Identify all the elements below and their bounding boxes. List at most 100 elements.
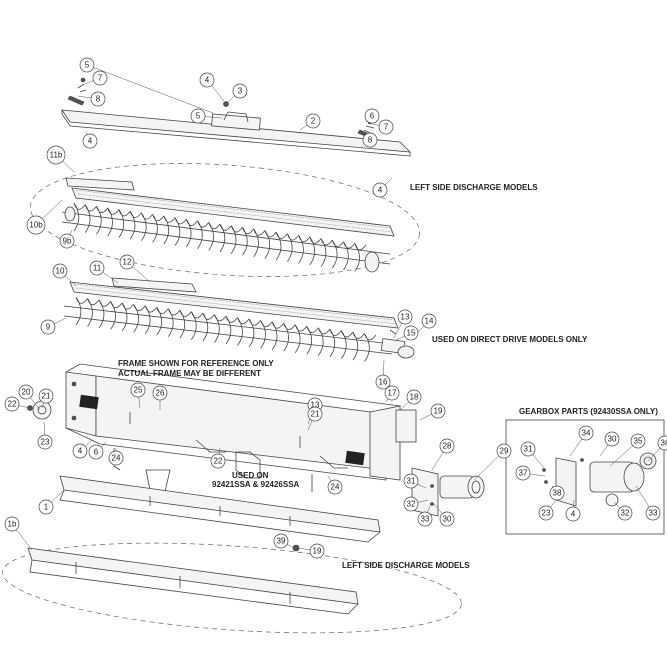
callout-label: 12: [123, 258, 132, 267]
callout-label: 28: [443, 442, 452, 451]
callout-24: 24: [108, 450, 124, 466]
callout-label: 8: [368, 136, 373, 145]
used-on-bracket: [235, 451, 261, 479]
callout-bubble: [190, 108, 206, 124]
callout-4: 4: [82, 133, 98, 149]
callout-label: 16: [379, 378, 388, 387]
callout-19: 19: [430, 403, 446, 419]
callout-label: 33: [649, 509, 658, 518]
callout-22: 22: [210, 453, 226, 469]
callout-label: 17: [388, 389, 397, 398]
notes: LEFT SIDE DISCHARGE MODELS USED ON DIREC…: [118, 183, 658, 570]
callout-bubble: [403, 325, 419, 341]
leader-line: [86, 64, 214, 114]
callout-28: 28: [439, 438, 455, 454]
callout-bubble: [430, 403, 446, 419]
callout-bubble: [657, 435, 667, 451]
callout-4: 4: [199, 72, 215, 88]
callout-label: 38: [553, 489, 562, 498]
callout-bubble: [496, 443, 512, 459]
callout-bubble: [130, 382, 146, 398]
callout-bubble: [4, 516, 20, 532]
callout-1b: 1b: [4, 516, 20, 532]
callout-label: 34: [582, 429, 591, 438]
callout-label: 23: [41, 438, 50, 447]
callout-24: 24: [327, 479, 343, 495]
callout-label: 37: [519, 469, 528, 478]
callout-label: 1b: [8, 520, 17, 529]
callout-bubble: [520, 441, 536, 457]
callout-bubble: [152, 385, 168, 401]
callout-34: 34: [578, 425, 594, 441]
callout-bubble: [421, 313, 437, 329]
callout-2: 2: [305, 113, 321, 129]
callout-label: 36: [661, 439, 667, 448]
callout-bubble: [549, 485, 565, 501]
upper-auger-assembly: [61, 177, 395, 273]
callout-label: 9: [46, 323, 51, 332]
callout-10b: 10b: [26, 215, 46, 235]
callout-39: 39: [273, 533, 289, 549]
callout-bubble: [40, 319, 56, 335]
callout-bubble: [397, 309, 413, 325]
callout-label: 3: [238, 87, 243, 96]
callout-label: 23: [542, 509, 551, 518]
callout-31: 31: [403, 473, 419, 489]
callout-bubble: [578, 425, 594, 441]
callout-4: 4: [372, 182, 388, 198]
callout-bubble: [630, 433, 646, 449]
callout-bubble: [108, 450, 124, 466]
callout-1: 1: [38, 499, 54, 515]
callout-bubble: [37, 434, 53, 450]
callout-label: 26: [156, 389, 165, 398]
callout-bubble: [38, 388, 54, 404]
callout-4: 4: [72, 443, 88, 459]
callout-12: 12: [119, 254, 135, 270]
note-left-side-bottom: LEFT SIDE DISCHARGE MODELS: [342, 561, 470, 570]
callout-label: 31: [524, 445, 533, 454]
callout-bubble: [378, 119, 394, 135]
callout-label: 4: [78, 447, 83, 456]
callout-label: 30: [443, 515, 452, 524]
callout-label: 19: [434, 407, 443, 416]
callout-label: 31: [407, 477, 416, 486]
callout-19: 19: [309, 543, 325, 559]
callout-label: 6: [370, 112, 375, 121]
callout-15: 15: [403, 325, 419, 341]
callout-label: 22: [8, 400, 17, 409]
top-cover: [61, 77, 412, 157]
callout-bubble: [538, 505, 554, 521]
callout-bubble: [82, 133, 98, 149]
callout-9: 9: [40, 319, 56, 335]
callout-bubble: [305, 113, 321, 129]
callout-7: 7: [378, 119, 394, 135]
callout-label: 4: [205, 76, 210, 85]
callout-label: 18: [410, 393, 419, 402]
callout-6: 6: [88, 444, 104, 460]
bearing-assembly: [27, 400, 52, 420]
callout-bubble: [439, 438, 455, 454]
note-frame-line2: ACTUAL FRAME MAY BE DIFFERENT: [118, 369, 261, 378]
callout-label: 33: [421, 515, 430, 524]
callout-bubble: [88, 444, 104, 460]
callout-label: 4: [378, 186, 383, 195]
callout-label: 24: [331, 483, 340, 492]
callout-label: 19: [313, 547, 322, 556]
callout-bubble: [79, 57, 95, 73]
callout-bubble: [309, 543, 325, 559]
callout-bubble: [403, 473, 419, 489]
callout-8: 8: [362, 132, 378, 148]
callout-35: 35: [630, 433, 646, 449]
callout-17: 17: [384, 385, 400, 401]
callout-9b: 9b: [59, 233, 75, 249]
callout-label: 7: [98, 74, 103, 83]
callout-label: 4: [88, 137, 93, 146]
callout-23: 23: [538, 505, 554, 521]
callout-4: 4: [565, 506, 581, 522]
callout-bubble: [372, 182, 388, 198]
callout-32: 32: [403, 496, 419, 512]
callout-label: 7: [384, 123, 389, 132]
callout-13: 13: [397, 309, 413, 325]
callout-label: 5: [196, 112, 201, 121]
